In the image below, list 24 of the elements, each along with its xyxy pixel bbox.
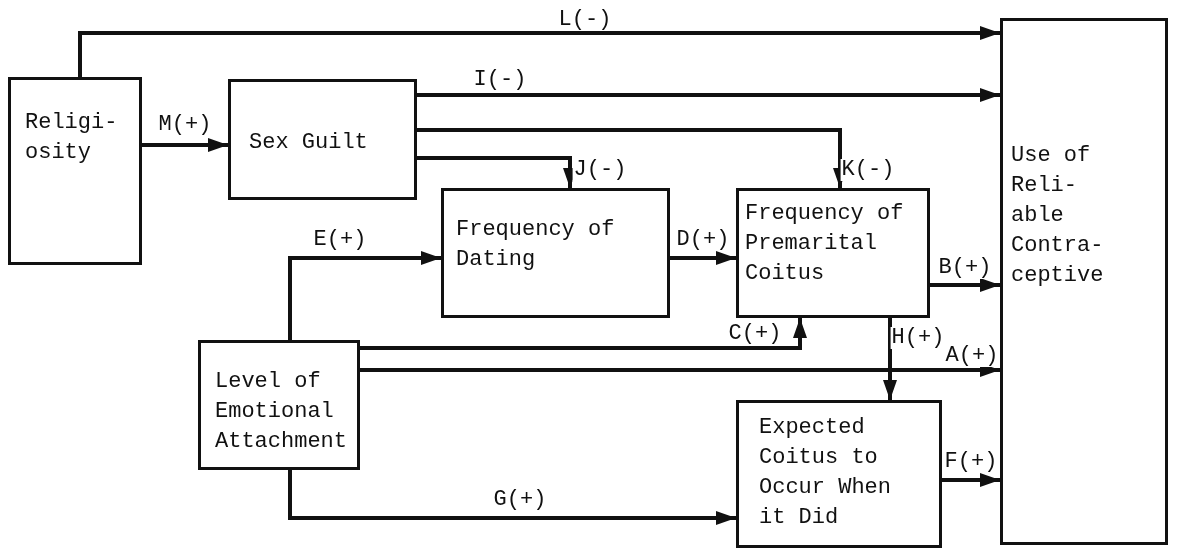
arrow: [288, 470, 736, 525]
variable-box: [441, 188, 670, 318]
arrow: [142, 138, 228, 152]
arrow: [360, 318, 807, 350]
variable-box: [1000, 18, 1168, 545]
variable-box: [736, 400, 942, 548]
variable-box: [736, 188, 930, 318]
arrow: [942, 473, 1000, 487]
variable-box: [8, 77, 142, 265]
arrow: [288, 251, 441, 340]
arrow: [883, 318, 897, 400]
arrow: [78, 26, 1000, 77]
box-text: Frequency of Dating: [456, 216, 616, 274]
box-text: Frequency of Premarital Coitus: [745, 200, 905, 288]
box-text: Level of Emotional Attachment: [215, 368, 349, 456]
box-text: Expected Coitus to Occur When it Did: [759, 414, 893, 532]
box-text: Use of Reli- able Contra- ceptive: [1011, 142, 1105, 290]
box-text: Religi- osity: [25, 109, 119, 167]
variable-box: [198, 340, 360, 470]
arrow: [417, 88, 1000, 102]
variable-box: [228, 79, 417, 200]
arrow: [930, 278, 1000, 292]
box-text: Sex Guilt: [249, 129, 369, 157]
arrow: [670, 251, 736, 265]
